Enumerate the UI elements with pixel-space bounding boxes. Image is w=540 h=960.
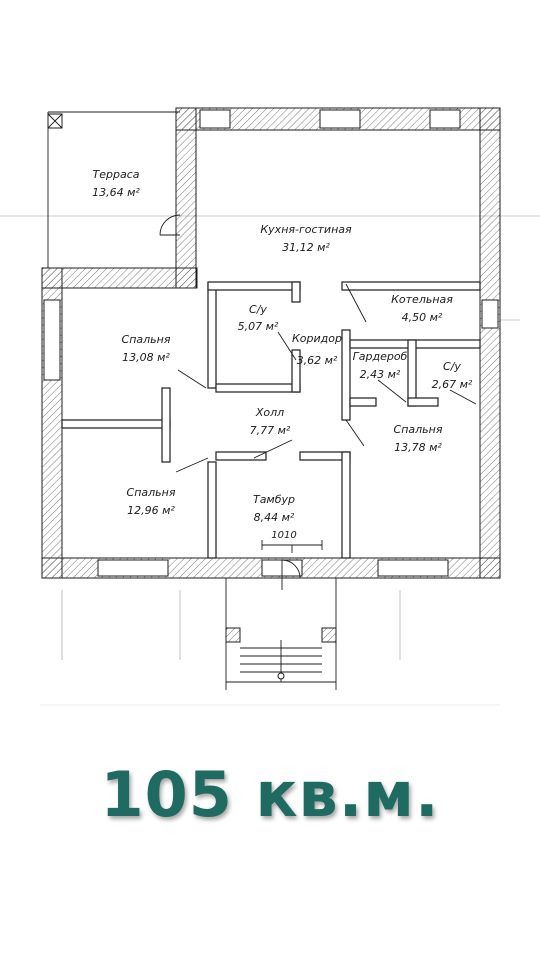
wardrobe-label: Гардероб [353,350,408,363]
bedroom2-area: 12,96 м² [127,504,175,517]
bath2-area: 2,67 м² [432,378,473,391]
leader-lines [175,283,477,473]
bedroom1-area: 13,08 м² [122,351,170,364]
bedroom1-label: Спальня [122,333,171,346]
floor-plan: 1010 Терраса 13,64 м² Кухня-гостиная 31,… [0,107,540,706]
dimension-label: 1010 [271,530,296,541]
porch-steps [225,578,337,690]
bath1-label: С/у [249,303,267,316]
bedroom2-label: Спальня [127,486,176,499]
dimension-1010: 1010 [261,530,323,550]
kitchen-label: Кухня-гостиная [260,223,352,236]
bath2-label: С/у [443,360,461,373]
kitchen-area: 31,12 м² [282,241,330,254]
bedroom3-label: Спальня [394,423,443,436]
wardrobe-area: 2,43 м² [360,368,401,381]
bedroom3-area: 13,78 м² [394,441,442,454]
total-area-caption: 105 кв.м. [100,758,440,831]
terrace-area: 13,64 м² [92,186,140,199]
axis-lines [0,215,540,706]
terrace-label: Терраса [93,168,140,181]
boiler-area: 4,50 м² [402,311,443,324]
corridor-label: Коридор [292,332,342,345]
vestibule-label: Тамбур [253,493,295,506]
terrace-outline [47,111,180,268]
outer-walls [41,107,501,579]
hall-label: Холл [255,406,284,419]
corridor-area: 3,62 м² [297,354,338,367]
door-swings [159,214,301,590]
boiler-label: Котельная [391,293,453,306]
floor-plan-drawing: 1010 Терраса 13,64 м² Кухня-гостиная 31,… [0,107,540,706]
room-labels: Терраса 13,64 м² Кухня-гостиная 31,12 м²… [92,168,473,524]
hall-area: 7,77 м² [250,424,291,437]
inner-walls [61,281,481,559]
bath1-area: 5,07 м² [238,320,279,333]
vestibule-area: 8,44 м² [254,511,295,524]
